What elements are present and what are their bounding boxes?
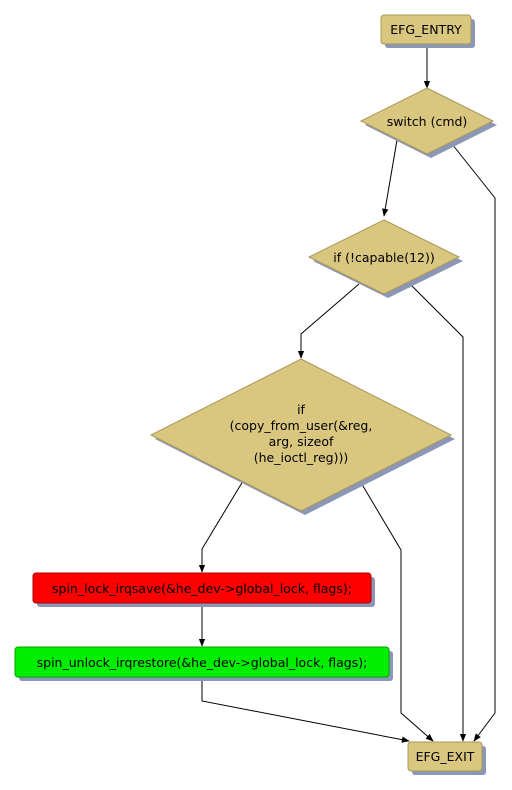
node-switch-diamond [359,87,495,155]
node-copy-diamond [149,358,453,512]
node-unlock-label: spin_unlock_irqrestore(&he_dev->global_l… [37,655,368,670]
node-exit-label: EFG_EXIT [416,749,475,764]
edge-copy-to-lock [198,480,244,573]
node-capable-diamond [307,219,461,295]
node-unlock: spin_unlock_irqrestore(&he_dev->global_l… [14,646,393,681]
node-copy-label-line1: if [297,402,305,417]
edge-capable-to-copy [297,283,360,359]
edge-switch-to-capable [382,139,398,217]
edges [198,45,496,743]
node-copy-label-line3: arg, sizeof [269,434,334,449]
node-capable-label: if (!capable(12)) [333,250,435,265]
node-copy-label-line2: (copy_from_user(&reg, [230,418,373,433]
node-lock: spin_lock_irqsave(&he_dev->global_lock, … [32,572,375,607]
edge-switch-to-exit [451,143,496,742]
node-entry: EFG_ENTRY [380,14,475,48]
node-lock-box [32,572,372,604]
node-switch: switch (cmd) [359,87,497,158]
node-exit: EFG_EXIT [407,741,486,775]
node-switch-label: switch (cmd) [387,114,468,129]
node-exit-box [407,741,483,772]
node-lock-label: spin_lock_irqsave(&he_dev->global_lock, … [52,581,352,596]
edge-capable-to-exit [409,283,467,742]
edge-unlock-to-exit [201,678,410,743]
node-unlock-box [14,646,390,678]
node-capable: if (!capable(12)) [307,219,463,298]
node-entry-label: EFG_ENTRY [390,22,462,37]
node-entry-box [380,14,472,45]
node-copy: if (copy_from_user(&reg, arg, sizeof (he… [149,358,455,515]
node-copy-label-line4: (he_ioctl_reg))) [254,450,348,465]
edge-copy-to-exit [359,480,434,742]
